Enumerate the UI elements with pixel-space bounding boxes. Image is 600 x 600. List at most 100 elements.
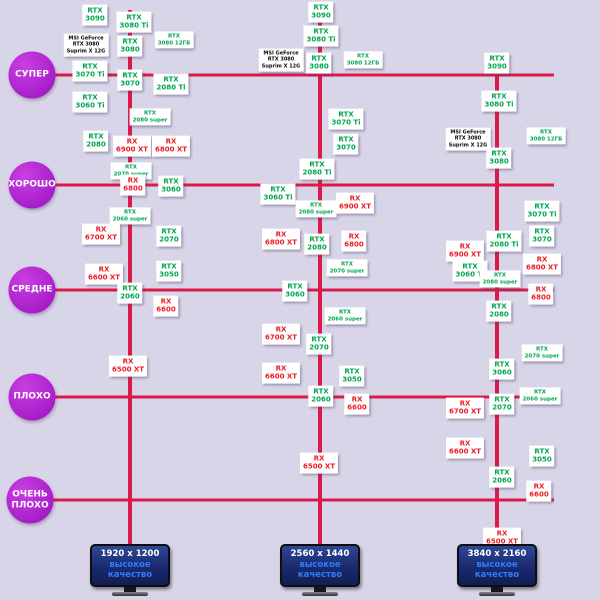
monitor-stand [124,586,136,592]
column-line-1920x1200 [128,10,132,548]
column-line-2560x1440 [318,6,322,548]
monitor-2560x1440: 2560 x 1440 высокое качество [280,544,360,596]
monitor-3840x2160: 3840 x 2160 высокое качество [457,544,537,596]
monitor-quality-line2: качество [474,570,520,581]
tier-line-very-bad [30,498,554,502]
monitor-quality-line1: высокое [109,559,151,570]
tier-line-bad [30,395,554,399]
monitor-stand [491,586,503,592]
monitor-quality-line1: высокое [299,559,341,570]
quality-badge-medium: СРЕДНЕ [8,266,56,314]
monitor-base [302,591,338,596]
monitor-screen: 3840 x 2160 высокое качество [459,546,535,585]
quality-badge-super: СУПЕР [8,51,56,99]
monitor-resolution: 1920 x 1200 [100,549,160,559]
quality-badge-very-bad: ОЧЕНЬ ПЛОХО [6,476,54,524]
monitor-quality-line2: качество [297,570,343,581]
monitor-stand [314,586,326,592]
quality-badge-bad: ПЛОХО [8,373,56,421]
monitor-base [479,591,515,596]
monitor-resolution: 3840 x 2160 [467,549,527,559]
monitor-screen: 1920 x 1200 высокое качество [92,546,168,585]
monitor-frame: 1920 x 1200 высокое качество [90,544,170,587]
monitor-resolution: 2560 x 1440 [290,549,350,559]
monitor-quality-line1: высокое [476,559,518,570]
monitor-base [112,591,148,596]
monitor-quality-line2: качество [107,570,153,581]
monitor-1920x1200: 1920 x 1200 высокое качество [90,544,170,596]
tier-line-super [30,73,554,77]
monitor-frame: 3840 x 2160 высокое качество [457,544,537,587]
monitor-screen: 2560 x 1440 высокое качество [282,546,358,585]
